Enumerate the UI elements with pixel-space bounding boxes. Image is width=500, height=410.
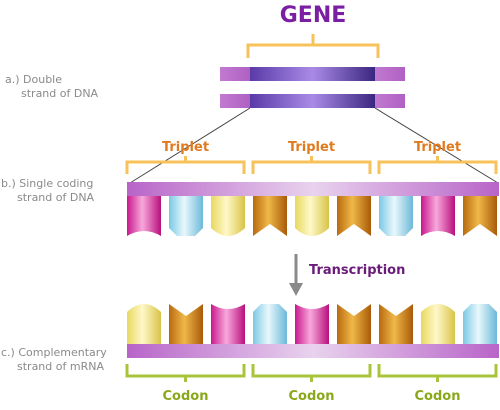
triplet-bracket (251, 156, 372, 174)
triplet-bracket (377, 156, 498, 174)
codon-bracket (251, 364, 372, 382)
codon-label: Codon (415, 389, 461, 404)
codon-bracket (125, 364, 246, 382)
label-mrna-line1: c.) Complementary (1, 346, 107, 359)
dna-base-orange (253, 196, 287, 236)
triplet-label: Triplet (288, 140, 335, 155)
label-single-strand-line2: strand of DNA (17, 191, 95, 204)
dna-base-orange (337, 196, 371, 236)
dna-base-pink (421, 196, 455, 236)
mrna-bases (127, 304, 497, 344)
codon-group: Codon Codon Codon (125, 364, 498, 404)
mrna-base-pink (211, 304, 245, 344)
mrna-base-yellow (127, 304, 161, 344)
mrna-base-orange (169, 304, 203, 344)
codon-label: Codon (289, 389, 335, 404)
mrna-base-blue (463, 304, 497, 344)
mrna-base-pink (295, 304, 329, 344)
label-single-strand-line1: b.) Single coding (1, 177, 93, 190)
dna-base-yellow (295, 196, 329, 236)
dna-base-pink (127, 196, 161, 236)
transcription-arrow (289, 254, 303, 296)
double-strand-dna (220, 67, 405, 108)
dna-base-blue (379, 196, 413, 236)
mrna-base-yellow (421, 304, 455, 344)
transcription-label: Transcription (309, 263, 405, 278)
dna-base-orange (463, 196, 497, 236)
zoom-line-left (129, 107, 251, 184)
codon-label: Codon (163, 389, 209, 404)
gene-bracket (246, 34, 380, 58)
label-double-strand-line2: strand of DNA (21, 87, 99, 100)
triplet-group: Triplet Triplet Triplet (125, 140, 498, 174)
triplet-label: Triplet (162, 140, 209, 155)
triplet-bracket (125, 156, 246, 174)
gene-title: GENE (280, 3, 347, 28)
mrna-strand (127, 344, 499, 358)
mrna-base-blue (253, 304, 287, 344)
zoom-line-right (374, 107, 499, 184)
dna-bases (127, 196, 497, 236)
single-dna-strand (127, 182, 499, 196)
label-double-strand-line1: a.) Double (5, 73, 62, 86)
dna-base-blue (169, 196, 203, 236)
dna-base-yellow (211, 196, 245, 236)
codon-bracket (377, 364, 498, 382)
triplet-label: Triplet (414, 140, 461, 155)
label-mrna-line2: strand of mRNA (17, 360, 104, 373)
mrna-base-orange (379, 304, 413, 344)
mrna-base-orange (337, 304, 371, 344)
